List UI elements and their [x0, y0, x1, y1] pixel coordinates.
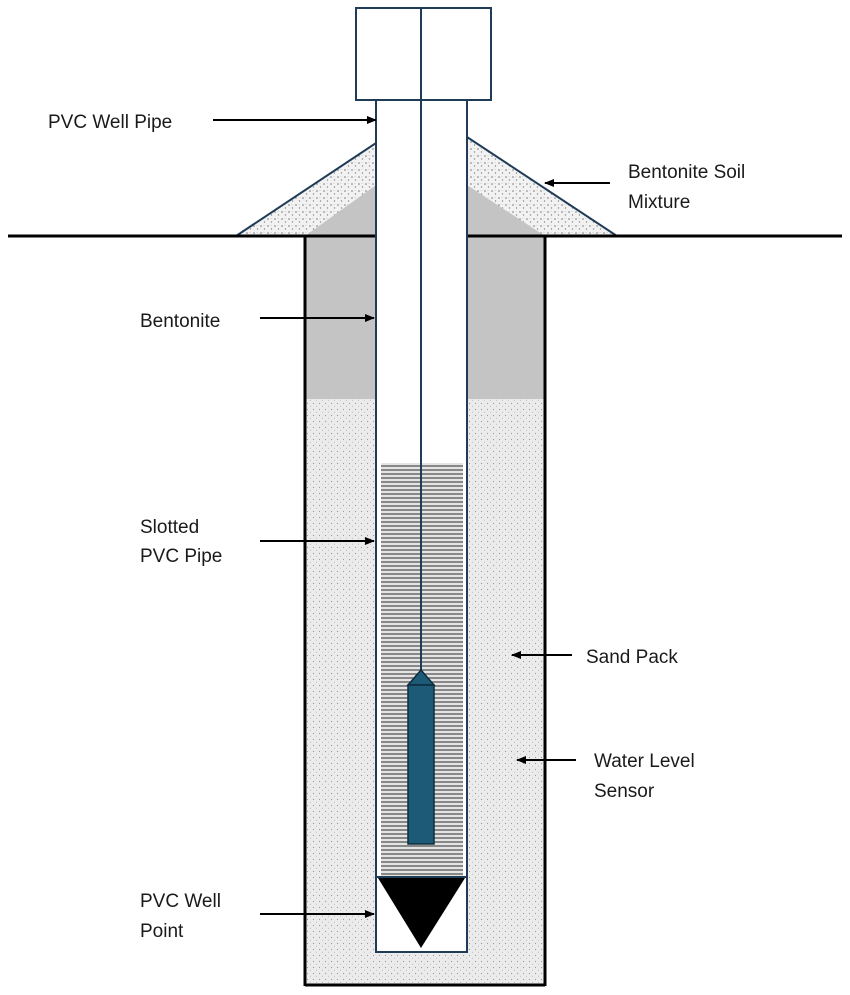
- label-pvc-well-pipe: PVC Well Pipe: [48, 112, 172, 133]
- label-water-level-sensor: Water Level Sensor: [594, 751, 700, 802]
- label-bentonite-soil-mixture: Bentonite Soil Mixture: [628, 162, 751, 213]
- bentonite-wedge-right: [467, 185, 545, 236]
- label-slotted-pvc-pipe: Slotted PVC Pipe: [140, 517, 222, 567]
- label-bentonite: Bentonite: [140, 311, 220, 332]
- label-pvc-well-point: PVC Well Point: [140, 891, 226, 942]
- water-level-sensor: [407, 684, 435, 845]
- pvc-well-point: [378, 878, 465, 948]
- label-sand-pack: Sand Pack: [586, 647, 678, 668]
- bentonite-wedge-left: [305, 185, 376, 236]
- well-cap: [355, 7, 492, 101]
